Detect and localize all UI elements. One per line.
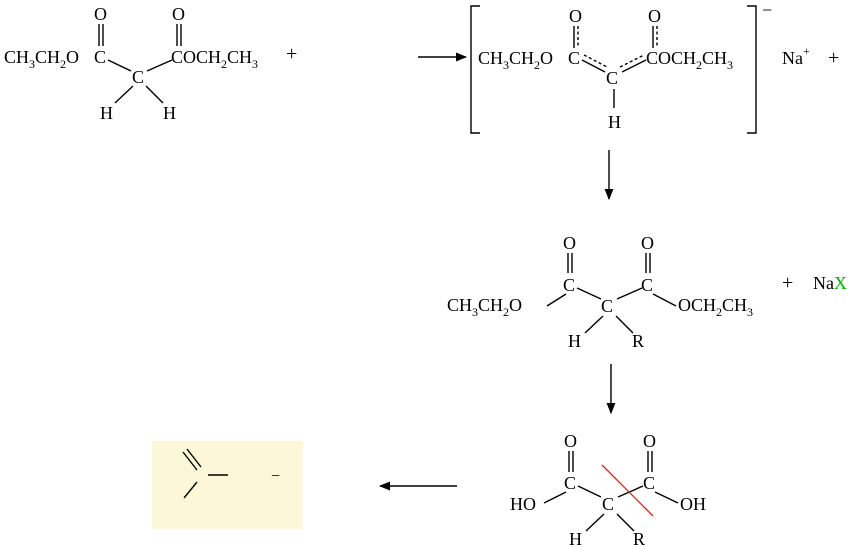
diacid-bond-center-h [585,513,605,532]
diacid-left-oxygen: O [564,431,577,451]
diacid-left-carbonyl-carbon: C [564,473,576,493]
alkylated-bond-right-c-o [652,293,677,307]
alkylated-r-group: R [632,331,644,351]
reactant-left-carbonyl-oxygen: O [94,4,107,24]
diacid-left-hydroxyl: HO [510,494,536,514]
alkylated-right-ester: OCH2CH3 [678,295,753,319]
enolate-right-ester: COCH2CH3 [646,48,733,72]
reactant-plus-sign: + [286,43,297,65]
enolate-negative-charge: − [762,0,772,20]
alkylated-bond-center-right [616,287,643,300]
reactant-hydrogen-left: H [100,103,113,123]
diacid-right-oxygen: O [643,431,656,451]
diacid-bond-right-c-oh [654,491,679,504]
enolate-bracket-left [470,5,480,134]
enolate-bond-right-solid [621,59,647,73]
enolate-left-ester: CH3CH2O [478,48,553,72]
diacid-r-group: R [633,529,645,549]
alkylated-malonic-ester: O C O C CH3CH2O OCH2CH3 C H R + NaX [447,233,847,351]
reactant-hydrogen-right: H [163,103,176,123]
enolate-left-carbonyl-carbon: C [568,48,580,68]
enolate-bond-left-partial [583,54,608,68]
enolate-bond-left-solid [581,59,606,73]
sodium-counter-ion: Na+ [782,44,810,68]
diacid-bond-left-center [577,485,602,498]
enolate-left-carbonyl-oxygen: O [569,6,582,26]
enolate-anion: − CH3CH2O C O O COCH2CH3 C H Na+ + [470,0,839,134]
enolate-bracket-right [747,5,757,134]
diacid-right-hydroxyl: OH [680,494,706,514]
reactant-bond-center-h-right [145,85,164,104]
diacid-bond-center-right [617,485,644,498]
reactant-bond-center-right [146,59,173,72]
diacid-bond-center-r [616,513,635,532]
alkylated-left-oxygen: O [563,233,576,253]
reactant-left-ester: CH3CH2O [4,47,79,71]
alkylated-bond-center-r [615,315,634,334]
alkylated-left-ester: CH3CH2O [447,295,522,319]
diacid-hydrogen: H [569,529,582,549]
alkylated-bond-left-c-o [546,293,567,307]
product-box: − [152,441,303,529]
enolate-hydrogen: H [608,112,621,132]
alkylated-left-carbonyl-carbon: C [563,275,575,295]
reactant-left-carbonyl-carbon: C [94,47,106,67]
product-negative-charge: − [271,468,280,485]
reactant-diethyl-malonate: CH3CH2O C O O COCH2CH3 C H H + [4,4,297,123]
reactant-central-carbon: C [132,67,144,87]
enolate-right-carbonyl-oxygen: O [648,6,661,26]
enolate-bond-right-partial [619,54,645,68]
enolate-central-carbon: C [606,68,618,88]
alkylated-central-carbon: C [601,296,613,316]
reactant-bond-left-center [107,59,132,72]
decarboxylation-cleave-line [601,464,654,517]
alkylated-right-carbonyl-carbon: C [641,275,653,295]
alkylated-right-oxygen: O [641,233,654,253]
reactant-right-carbonyl-oxygen: O [172,4,185,24]
alkylated-bond-left-center [576,287,602,300]
alkylated-hydrogen: H [568,331,581,351]
product-double-bond-a [182,451,198,471]
product-single-bond [183,481,198,499]
diacid-central-carbon: C [602,494,614,514]
product-highlight-background [152,441,303,529]
reactant-bond-center-h-left [114,85,134,104]
diacid-bond-left-c-oh [543,491,567,504]
alkylated-plus-sign: + [782,272,793,294]
diacid-right-carbonyl-carbon: C [643,473,655,493]
reactant-right-ester: COCH2CH3 [171,47,258,71]
enolate-plus-sign: + [828,47,839,69]
alkylated-bond-center-h [584,315,604,334]
product-double-bond-b [186,448,202,468]
substituted-malonic-acid: O C O C HO C OH H R [510,431,706,549]
sodium-halide-salt: NaX [813,273,847,293]
